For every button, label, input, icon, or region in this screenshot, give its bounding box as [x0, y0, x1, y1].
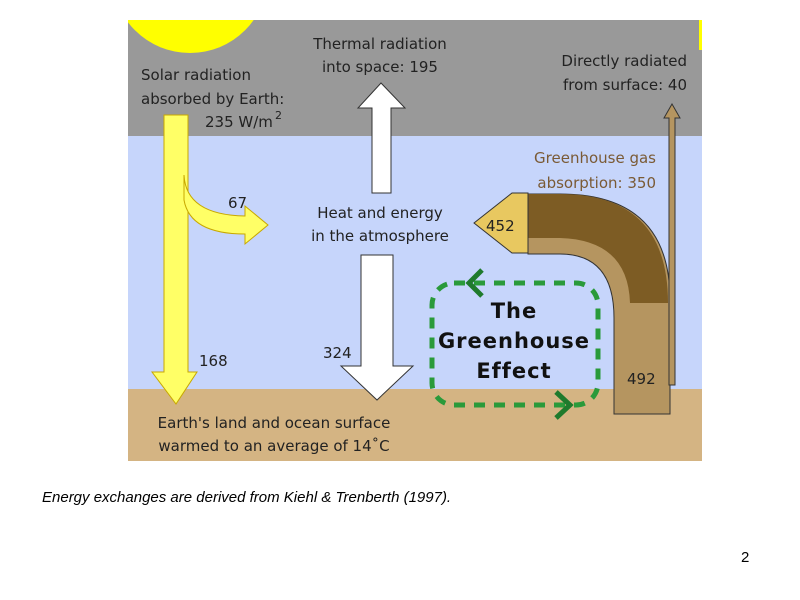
svg-text:Thermal radiation: Thermal radiation	[312, 35, 447, 53]
direct-radiation-arrow	[663, 102, 681, 386]
svg-text:The: The	[491, 299, 538, 323]
page-number: 2	[741, 549, 750, 566]
ghg-arrow	[473, 192, 529, 254]
svg-text:168: 168	[199, 352, 228, 370]
greenhouse-loop	[429, 280, 601, 408]
caption: Energy exchanges are derived from Kiehl …	[42, 489, 452, 506]
svg-text:452: 452	[486, 217, 515, 235]
svg-text:absorption: 350: absorption: 350	[537, 174, 656, 192]
svg-text:warmed to an average of 14˚C: warmed to an average of 14˚C	[158, 437, 389, 455]
svg-text:Greenhouse: Greenhouse	[438, 329, 590, 353]
svg-text:from surface: 40: from surface: 40	[563, 76, 687, 94]
svg-text:Solar radiation: Solar radiation	[141, 66, 251, 84]
svg-text:into space: 195: into space: 195	[322, 58, 438, 76]
svg-text:Greenhouse gas: Greenhouse gas	[534, 149, 656, 167]
svg-text:324: 324	[323, 344, 352, 362]
svg-text:absorbed by Earth:: absorbed by Earth:	[141, 90, 284, 108]
svg-text:Directly radiated: Directly radiated	[561, 52, 687, 70]
svg-text:Earth's land and ocean surface: Earth's land and ocean surface	[158, 414, 391, 432]
svg-text:in the atmosphere: in the atmosphere	[311, 227, 449, 245]
sun	[128, 20, 254, 53]
thermal-up-arrow	[356, 82, 407, 194]
svg-text:Effect: Effect	[476, 359, 551, 383]
svg-text:2: 2	[275, 109, 282, 122]
back-radiation-arrow	[339, 254, 415, 401]
absorbed-arrow	[183, 174, 269, 246]
ground-band	[128, 389, 702, 461]
svg-text:67: 67	[228, 194, 247, 212]
svg-text:492: 492	[627, 370, 656, 388]
svg-text:235 W/m: 235 W/m	[205, 113, 273, 131]
svg-text:Heat and energy: Heat and energy	[317, 204, 443, 222]
